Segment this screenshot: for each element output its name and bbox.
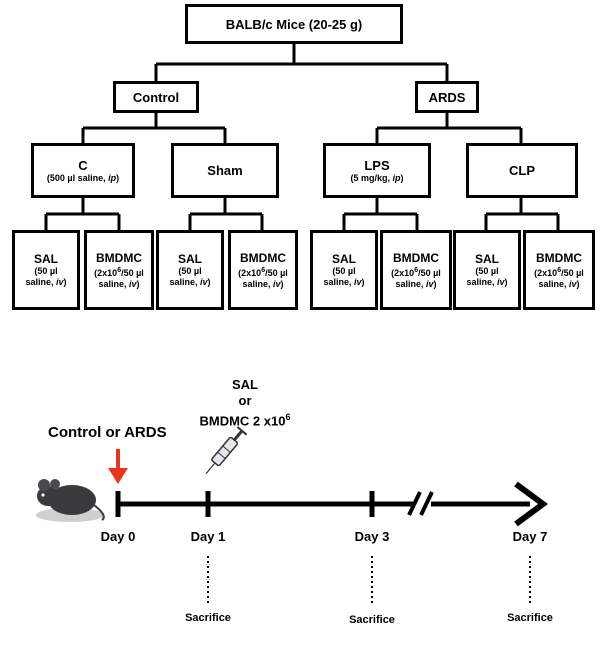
root-box: BALB/c Mice (20-25 g) bbox=[185, 4, 403, 44]
subgroup-c-box: C (500 µl saline, ip) bbox=[31, 143, 135, 198]
sal-dose: (50 µl bbox=[475, 266, 499, 276]
subgroup-lps-detail: (5 mg/kg, ip) bbox=[350, 172, 404, 183]
sacrifice-dotted-lines bbox=[207, 556, 531, 604]
control-label: Control bbox=[132, 89, 180, 105]
day-0-label: Day 0 bbox=[100, 529, 136, 544]
subgroup-c-label: C bbox=[78, 157, 88, 173]
subgroup-clp-label: CLP bbox=[509, 163, 535, 178]
treatment-sal-box: SAL (50 µl saline, iv) bbox=[310, 230, 378, 310]
treatment-sal-box: SAL (50 µl saline, iv) bbox=[156, 230, 224, 310]
day-3-label: Day 3 bbox=[354, 529, 390, 544]
bmdmc-label: BMDMC bbox=[240, 250, 286, 265]
sal-route: saline, iv) bbox=[466, 277, 508, 287]
timeline-arrowhead bbox=[514, 481, 549, 527]
axis-break-icon bbox=[407, 491, 434, 516]
treatment-bmdmc-box: BMDMC (2x106/50 µl saline, iv) bbox=[523, 230, 595, 310]
day-1-label: Day 1 bbox=[190, 529, 226, 544]
bmdmc-dose: (2x106/50 µl bbox=[534, 266, 584, 278]
subgroup-c-detail: (500 µl saline, ip) bbox=[46, 172, 120, 183]
bmdmc-route: saline, iv) bbox=[98, 278, 140, 289]
sal-dose: (50 µl bbox=[178, 266, 202, 276]
sal-label: SAL bbox=[178, 252, 202, 266]
bmdmc-label: BMDMC bbox=[393, 250, 439, 265]
bmdmc-route: saline, iv) bbox=[395, 278, 437, 289]
ards-label: ARDS bbox=[428, 89, 466, 105]
root-label: BALB/c Mice (20-25 g) bbox=[225, 16, 363, 32]
bmdmc-label: BMDMC bbox=[536, 250, 582, 265]
ards-box: ARDS bbox=[415, 81, 479, 113]
treatment-bmdmc-box: BMDMC (2x106/50 µl saline, iv) bbox=[228, 230, 298, 310]
treatment-bmdmc-box: BMDMC (2x106/50 µl saline, iv) bbox=[380, 230, 452, 310]
sal-route: saline, iv) bbox=[169, 277, 211, 287]
bmdmc-label: BMDMC bbox=[96, 250, 142, 265]
red-arrow-icon bbox=[108, 449, 128, 484]
treatment-sal-box: SAL (50 µl saline, iv) bbox=[453, 230, 521, 310]
start-label: Control or ARDS bbox=[48, 424, 167, 441]
sal-route: saline, iv) bbox=[323, 277, 365, 287]
bmdmc-dose: (2x106/50 µl bbox=[238, 266, 288, 278]
sacrifice-label: Sacrifice bbox=[185, 612, 231, 624]
sacrifice-label: Sacrifice bbox=[349, 614, 395, 626]
bmdmc-route: saline, iv) bbox=[538, 278, 580, 289]
subgroup-lps-box: LPS (5 mg/kg, ip) bbox=[323, 143, 431, 198]
mouse-icon bbox=[36, 479, 105, 522]
sal-dose: (50 µl bbox=[34, 266, 58, 276]
bmdmc-route: saline, iv) bbox=[242, 278, 284, 289]
injection-label: SAL or BMDMC 2 x106 bbox=[199, 377, 291, 429]
timeline-axis bbox=[115, 491, 530, 517]
subgroup-lps-label: LPS bbox=[364, 157, 390, 173]
bmdmc-dose: (2x106/50 µl bbox=[94, 266, 144, 278]
subgroup-sham-label: Sham bbox=[207, 163, 243, 178]
sal-label: SAL bbox=[34, 252, 58, 266]
syringe-icon bbox=[205, 426, 248, 475]
sal-route: saline, iv) bbox=[25, 277, 67, 287]
sal-label: SAL bbox=[332, 252, 356, 266]
subgroup-sham-box: Sham bbox=[171, 143, 279, 198]
bmdmc-dose: (2x106/50 µl bbox=[391, 266, 441, 278]
sal-dose: (50 µl bbox=[332, 266, 356, 276]
control-box: Control bbox=[113, 81, 199, 113]
sacrifice-label: Sacrifice bbox=[507, 612, 553, 624]
sal-label: SAL bbox=[475, 252, 499, 266]
subgroup-clp-box: CLP bbox=[466, 143, 578, 198]
treatment-sal-box: SAL (50 µl saline, iv) bbox=[12, 230, 80, 310]
day-7-label: Day 7 bbox=[512, 529, 548, 544]
treatment-bmdmc-box: BMDMC (2x106/50 µl saline, iv) bbox=[84, 230, 154, 310]
